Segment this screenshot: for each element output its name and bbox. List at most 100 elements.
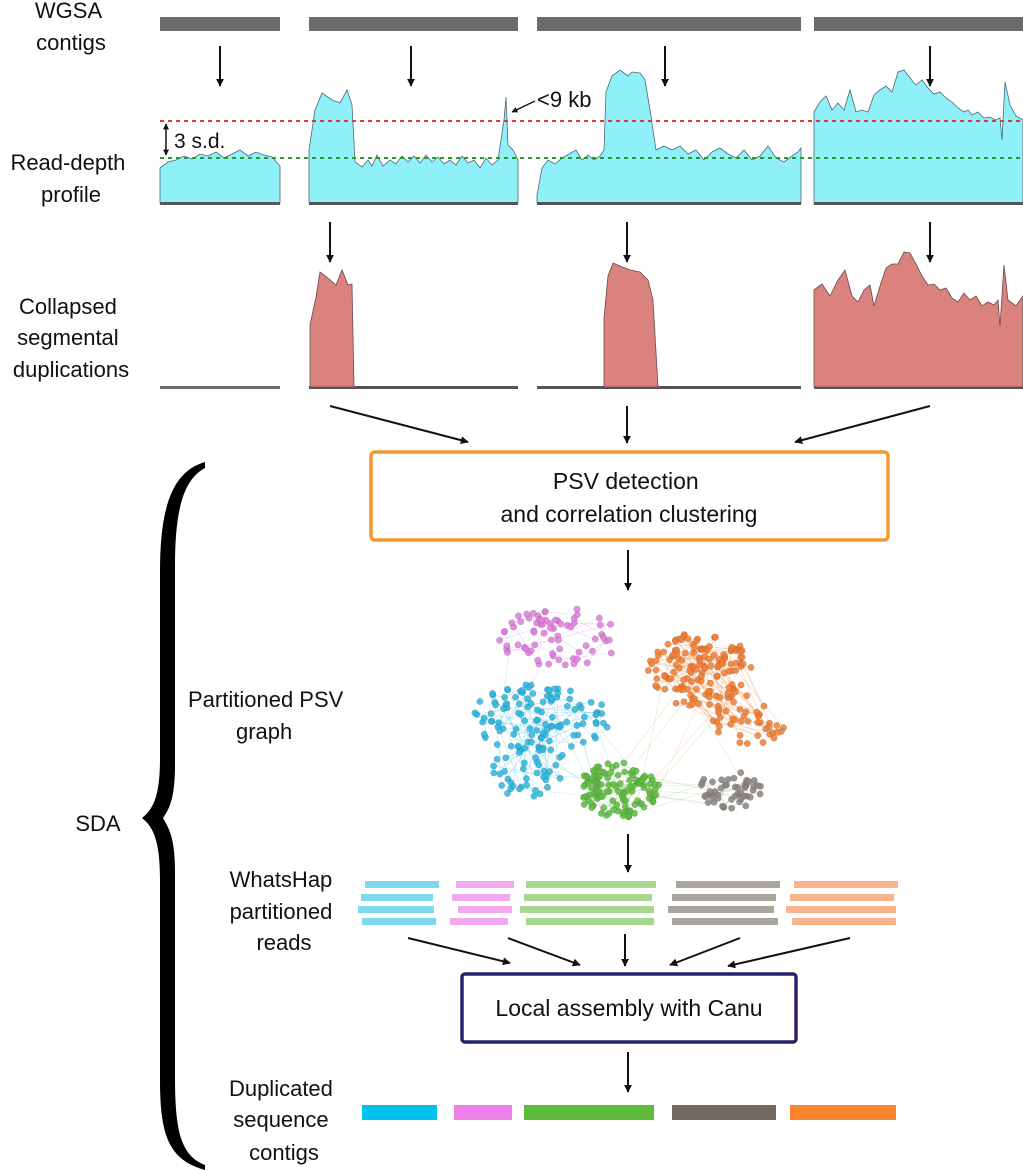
graph-node-orange (753, 708, 761, 716)
graph-node-cyan (496, 770, 504, 778)
graph-node-green (626, 776, 634, 784)
graph-node-orange (678, 636, 685, 644)
graph-node-magenta (582, 642, 590, 650)
graph-edge (498, 722, 548, 730)
read-group-magenta (450, 881, 514, 925)
graph-node-cyan (567, 687, 574, 695)
graph-edge (672, 654, 733, 720)
graph-node-gray (722, 781, 730, 789)
graph-node-gray (742, 802, 750, 810)
graph-node-orange (695, 700, 703, 708)
graph-node-cyan (548, 713, 556, 721)
graph-node-magenta (530, 628, 538, 636)
psv-detection-box: PSV detection and correlation clustering (369, 450, 890, 542)
graph-node-magenta (575, 648, 583, 656)
graph-node-green (614, 771, 622, 779)
graph-node-cyan (573, 721, 581, 729)
graph-node-orange (686, 666, 694, 674)
graph-node-magenta (540, 629, 548, 637)
graph-edge (569, 698, 597, 724)
graph-node-orange (725, 684, 733, 692)
graph-node-cyan (539, 729, 547, 737)
graph-node-cyan (493, 741, 501, 748)
graph-node-orange (773, 722, 781, 729)
read-orange-1 (794, 881, 898, 888)
graph-edge (527, 741, 535, 797)
graph-node-orange (688, 678, 695, 685)
graph-node-orange (732, 666, 740, 674)
graph-node-cyan (547, 695, 555, 702)
graph-edge (538, 750, 561, 779)
graph-node-cyan (592, 720, 600, 728)
graph-edge (721, 779, 724, 807)
graph-node-cyan (543, 772, 551, 779)
graph-edge (573, 618, 602, 635)
graph-node-cyan (512, 725, 520, 733)
graph-node-gray (709, 778, 716, 786)
graph-edge (538, 747, 624, 816)
graph-node-orange (706, 679, 714, 687)
graph-node-orange (713, 673, 721, 681)
graph-node-orange (661, 685, 669, 693)
read-group-cyan (358, 881, 439, 925)
graph-node-orange (673, 646, 681, 654)
graph-node-green (588, 804, 596, 812)
read-cyan-1 (365, 881, 439, 888)
graph-node-green (599, 768, 607, 776)
read-orange-3 (786, 906, 896, 913)
read-cyan-3 (358, 906, 434, 913)
graph-node-orange (696, 656, 704, 664)
graph-node-magenta (549, 650, 557, 657)
graph-node-green (584, 779, 592, 787)
graph-edge (649, 790, 747, 797)
graph-node-magenta (503, 642, 511, 650)
canu-box-border (460, 972, 798, 1044)
graph-node-cyan (552, 761, 560, 769)
graph-edge (679, 667, 760, 715)
reads-to-canu-arrows (407, 934, 851, 969)
graph-edge (551, 725, 572, 747)
graph-node-cyan (547, 746, 555, 754)
graph-node-magenta (607, 620, 614, 628)
graph-node-cyan (503, 700, 511, 708)
graph-edge (506, 639, 552, 650)
graph-node-cyan (521, 744, 529, 752)
graph-node-gray (708, 793, 716, 801)
graph-node-orange (737, 648, 745, 656)
wgsa-contig-3 (537, 17, 801, 31)
read-depth-profile-2 (308, 88, 519, 204)
graph-node-green (637, 800, 645, 808)
graph-node-orange (731, 716, 739, 724)
graph-node-green (583, 773, 591, 781)
size-annotation: <9 kb (537, 87, 591, 112)
graph-edge (705, 648, 758, 713)
graph-node-green (609, 780, 617, 788)
graph-node-cyan (538, 746, 546, 754)
graph-node-magenta (561, 661, 569, 669)
graph-node-cyan (603, 723, 611, 731)
graph-node-gray (698, 779, 706, 787)
read-depth-profile-3 (536, 69, 802, 204)
sda-label: SDA (75, 811, 121, 836)
graph-node-gray (704, 799, 712, 806)
graph-node-cyan (533, 769, 541, 777)
read-gray-2 (672, 894, 776, 901)
graph-node-orange (680, 676, 688, 684)
graph-node-orange (736, 731, 744, 739)
local-assembly-box: Local assembly with Canu (460, 972, 798, 1044)
graph-node-gray (717, 784, 725, 792)
graph-edge (690, 694, 747, 787)
graph-node-magenta (522, 645, 530, 653)
graph-node-orange (737, 681, 745, 689)
graph-node-gray (741, 784, 749, 792)
graph-node-gray (706, 788, 714, 795)
graph-node-orange (670, 668, 678, 676)
wgsa-contig-2 (309, 17, 518, 31)
graph-edge (558, 652, 612, 661)
graph-node-orange (707, 662, 715, 670)
graph-node-cyan (515, 700, 523, 708)
graph-node-orange (672, 661, 680, 669)
graph-node-cyan (498, 782, 506, 789)
graph-node-gray (737, 795, 745, 803)
